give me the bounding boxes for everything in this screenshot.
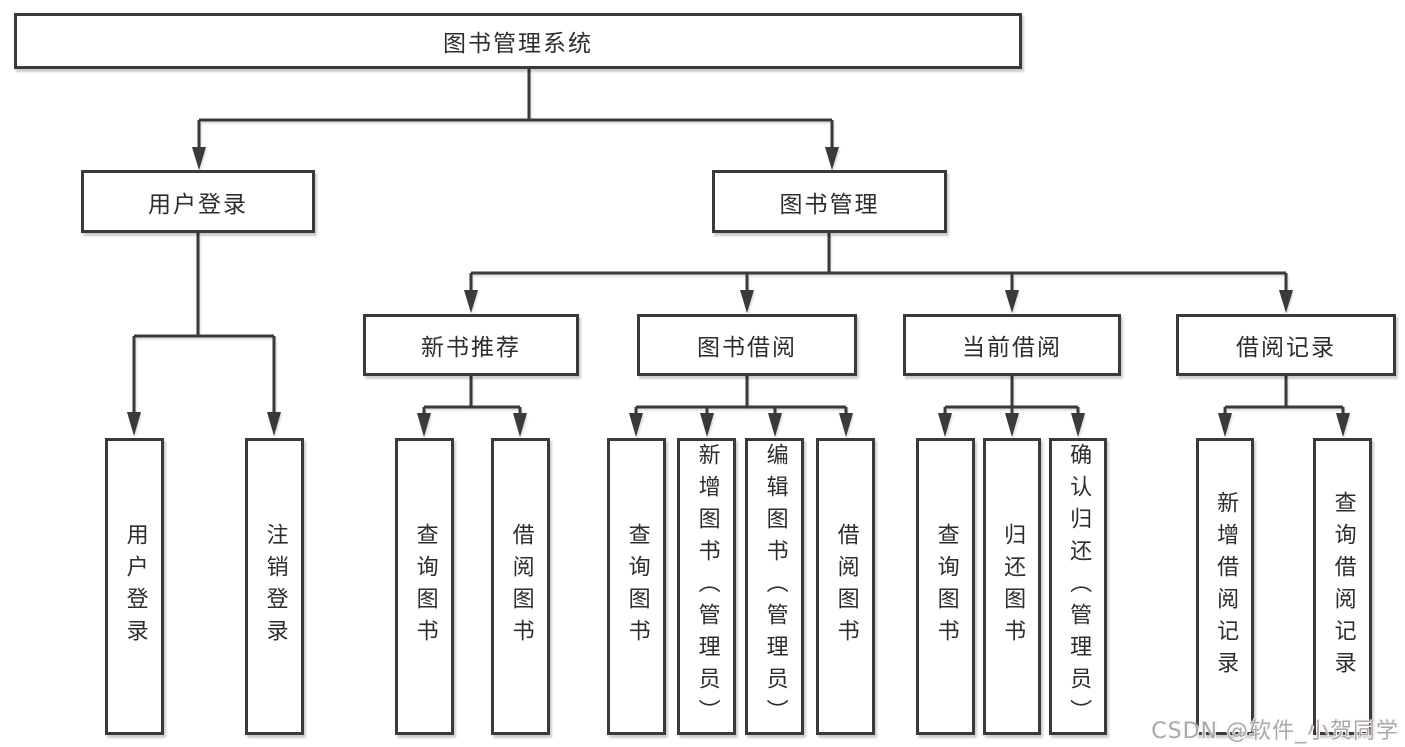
leaf-borrow-books-borrowing: 借阅图书 — [816, 438, 875, 735]
leaf-logout-label: 注销登录 — [262, 522, 288, 651]
leaf-user-login-label: 用户登录 — [122, 522, 148, 651]
leaf-user-login: 用户登录 — [105, 438, 164, 735]
node-book-borrowing: 图书借阅 — [637, 314, 857, 376]
node-library-management-system: 图书管理系统 — [14, 13, 1022, 69]
leaf-logout: 注销登录 — [245, 438, 304, 735]
leaf-query-books-borrowing: 查询图书 — [607, 438, 666, 735]
leaf-add-book-admin-label: 新增图书（管理员） — [694, 442, 720, 731]
watermark: CSDN @软件_小贺同学 — [1151, 719, 1399, 744]
leaf-query-books-recommend-label: 查询图书 — [412, 522, 438, 651]
leaf-edit-book-admin: 编辑图书（管理员） — [745, 438, 804, 735]
leaf-confirm-return-admin: 确认归还（管理员） — [1049, 438, 1107, 735]
node-borrowing-records: 借阅记录 — [1176, 314, 1396, 376]
node-user-login: 用户登录 — [81, 170, 315, 233]
leaf-return-book: 归还图书 — [983, 438, 1041, 735]
leaf-add-borrow-record-label: 新增借阅记录 — [1213, 490, 1239, 683]
leaf-query-books-current-label: 查询图书 — [933, 522, 959, 651]
leaf-edit-book-admin-label: 编辑图书（管理员） — [762, 442, 788, 731]
leaf-borrow-books-recommend-label: 借阅图书 — [508, 522, 534, 651]
leaf-query-borrow-record: 查询借阅记录 — [1313, 438, 1372, 735]
leaf-add-borrow-record: 新增借阅记录 — [1196, 438, 1254, 735]
leaf-query-books-recommend: 查询图书 — [395, 438, 454, 735]
node-book-management: 图书管理 — [712, 170, 947, 233]
leaf-query-books-borrowing-label: 查询图书 — [624, 522, 650, 651]
leaf-borrow-books-recommend: 借阅图书 — [491, 438, 550, 735]
leaf-return-book-label: 归还图书 — [1000, 522, 1026, 651]
leaf-query-books-current: 查询图书 — [916, 438, 975, 735]
node-current-borrowing: 当前借阅 — [903, 314, 1121, 376]
leaf-query-borrow-record-label: 查询借阅记录 — [1330, 490, 1356, 683]
leaf-add-book-admin: 新增图书（管理员） — [677, 438, 736, 735]
node-new-book-recommend: 新书推荐 — [363, 314, 579, 376]
leaf-confirm-return-admin-label: 确认归还（管理员） — [1066, 442, 1092, 731]
leaf-borrow-books-borrowing-label: 借阅图书 — [833, 522, 859, 651]
